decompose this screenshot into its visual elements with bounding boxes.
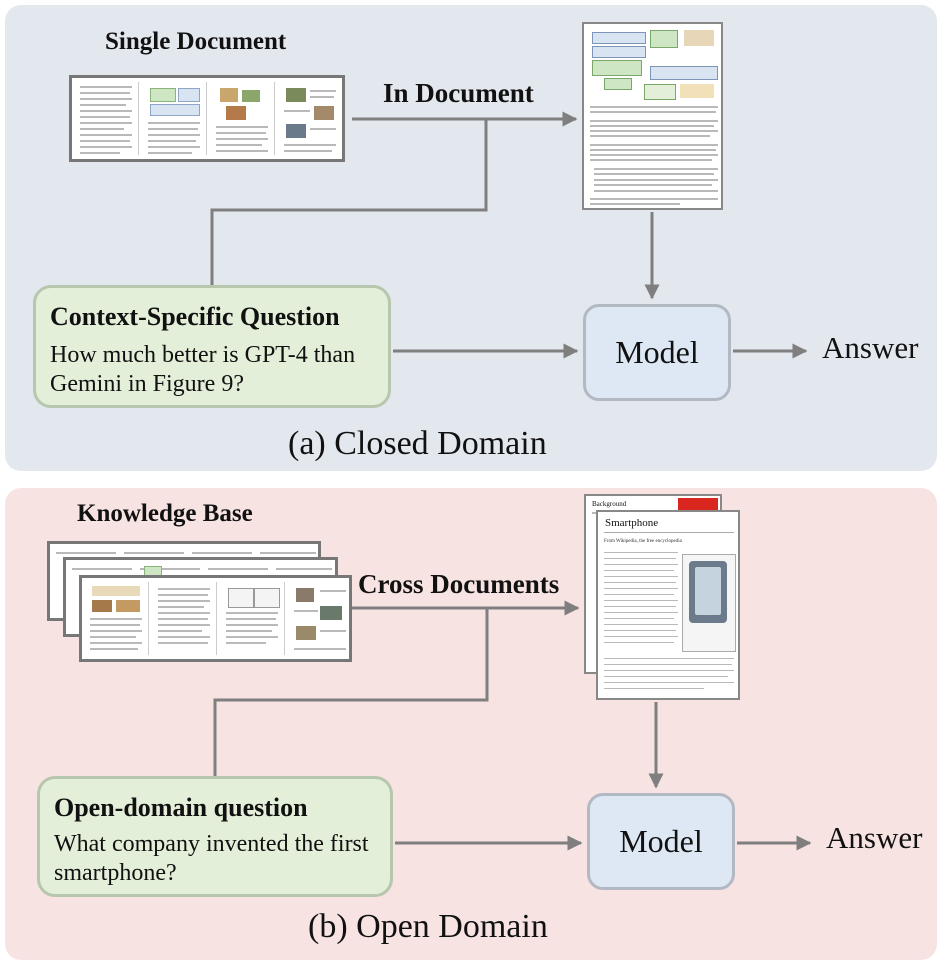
retrieved-wikipedia-page: Smartphone From Wikipedia, the free ency… xyxy=(596,510,740,700)
question-text: What company invented the first smartpho… xyxy=(54,830,369,888)
answer-label: Answer xyxy=(822,330,919,365)
in-document-label: In Document xyxy=(383,78,534,108)
knowledge-base-doc-front xyxy=(79,575,352,662)
cross-documents-label: Cross Documents xyxy=(358,569,560,599)
question-to-knowledge-connector xyxy=(213,608,489,776)
question-text: How much better is GPT-4 than Gemini in … xyxy=(50,341,355,399)
answer-label: Answer xyxy=(826,820,923,855)
smartphone-image xyxy=(682,554,736,652)
question-to-document-connector xyxy=(210,119,488,285)
single-document-thumbnail xyxy=(69,75,345,162)
context-specific-question-box: Context-Specific Question How much bette… xyxy=(33,285,391,408)
background-page-title: Background xyxy=(592,500,627,508)
model-box: Model xyxy=(587,793,735,890)
question-title: Open-domain question xyxy=(54,793,308,822)
wiki-page-title: Smartphone xyxy=(605,517,659,529)
single-document-label: Single Document xyxy=(105,28,287,55)
open-domain-caption: (b) Open Domain xyxy=(308,908,548,945)
question-title: Context-Specific Question xyxy=(50,302,340,331)
retrieved-page-thumbnail xyxy=(582,22,723,210)
question-line-2: smartphone? xyxy=(54,860,177,886)
wiki-page-subtitle: From Wikipedia, the free encyclopedia xyxy=(604,539,682,544)
question-line-2: Gemini in Figure 9? xyxy=(50,371,244,397)
model-box: Model xyxy=(583,304,731,401)
question-line-1: How much better is GPT-4 than xyxy=(50,342,356,368)
question-line-1: What company invented the first xyxy=(54,831,369,857)
knowledge-base-label: Knowledge Base xyxy=(77,500,253,527)
closed-domain-caption: (a) Closed Domain xyxy=(288,425,547,462)
open-domain-question-box: Open-domain question What company invent… xyxy=(37,776,393,897)
